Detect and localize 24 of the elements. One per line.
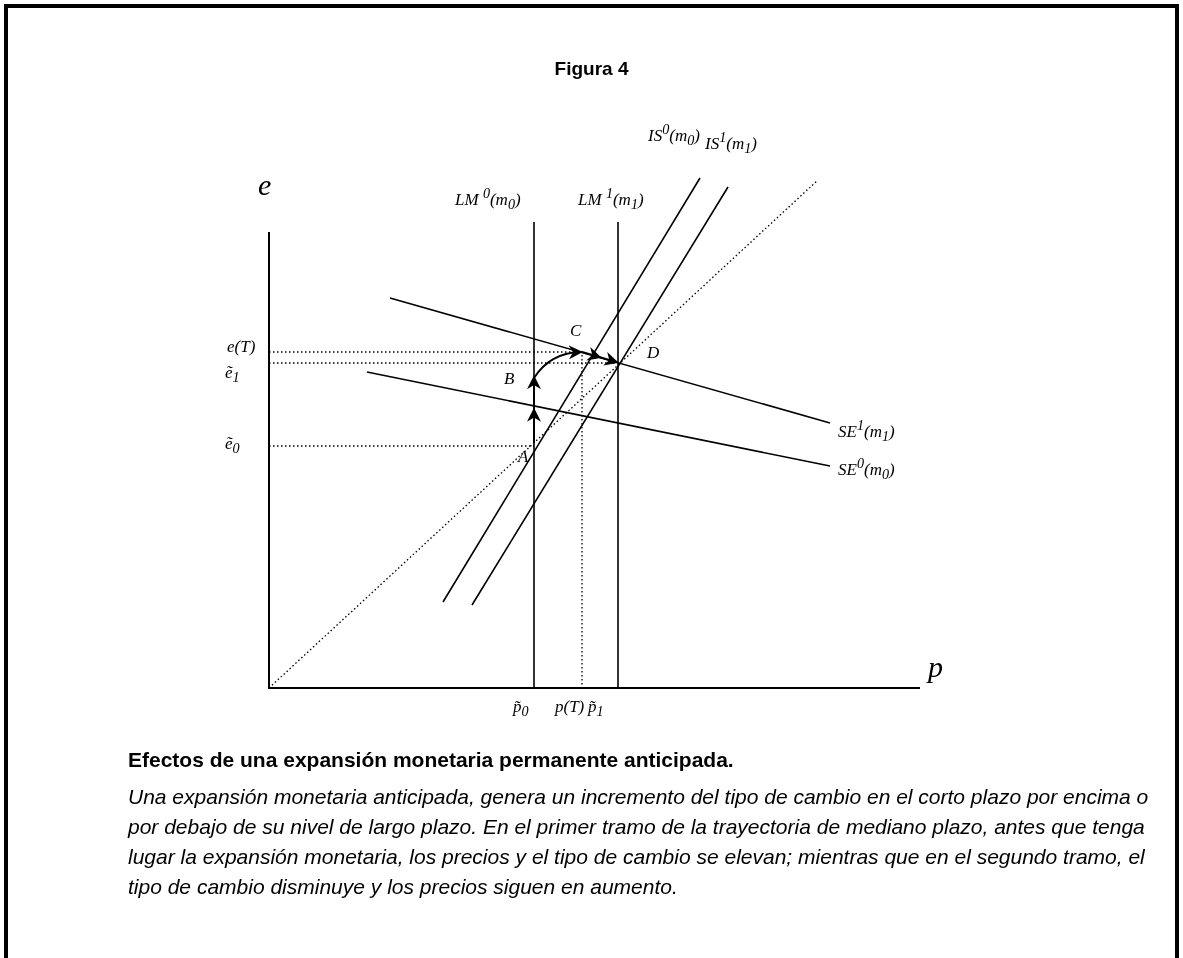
tick-label: e(T) — [227, 338, 256, 355]
curve-label: SE$^{1}$(m$_{1}$) — [838, 418, 895, 444]
point-label: D — [647, 344, 660, 361]
tick-label: p̃$_{1}$ — [588, 698, 604, 719]
tick-label: p(T) — [555, 698, 585, 715]
axis-label: p — [928, 652, 943, 682]
caption-heading: Efectos de una expansión monetaria permanente anticipada. — [128, 748, 734, 772]
curve-label: IS$^{0}$(m$_{0}$) — [648, 122, 700, 148]
point-label: C — [570, 322, 582, 339]
axis-label: e — [258, 170, 272, 200]
arrow — [527, 375, 541, 444]
curve-label: SE$^{0}$(m$_{0}$) — [838, 456, 895, 482]
arrow — [533, 345, 582, 379]
tick-label: ẽ$_{0}$ — [225, 435, 240, 456]
curve-label: LM $^{0}$(m$_{0}$) — [455, 186, 521, 212]
figure-title: Figura 4 — [553, 58, 630, 80]
tick-label: p̃$_{0}$ — [513, 698, 529, 719]
tick-label: ẽ$_{1}$ — [225, 364, 240, 385]
arrow — [581, 347, 618, 366]
point-label: A — [518, 448, 529, 465]
caption-text: Una expansión monetaria anticipada, genera un incremento del tipo de cambio en el corto plazo por encima o por debajo de su nivel de largo plazo. En el primer tramo de la trayectoria de mediano plazo, antes que tenga lugar la expansión monetaria, los precios y el tipo de cambio se elevan; mientras que en el segundo tramo, el tipo de cambio disminuye y los precios siguen en aumento. — [128, 784, 1150, 900]
curve-label: LM $^{1}$(m$_{1}$) — [578, 186, 644, 212]
point-label: B — [504, 370, 515, 387]
curve-label: IS$^{1}$(m$_{1}$) — [705, 130, 757, 156]
